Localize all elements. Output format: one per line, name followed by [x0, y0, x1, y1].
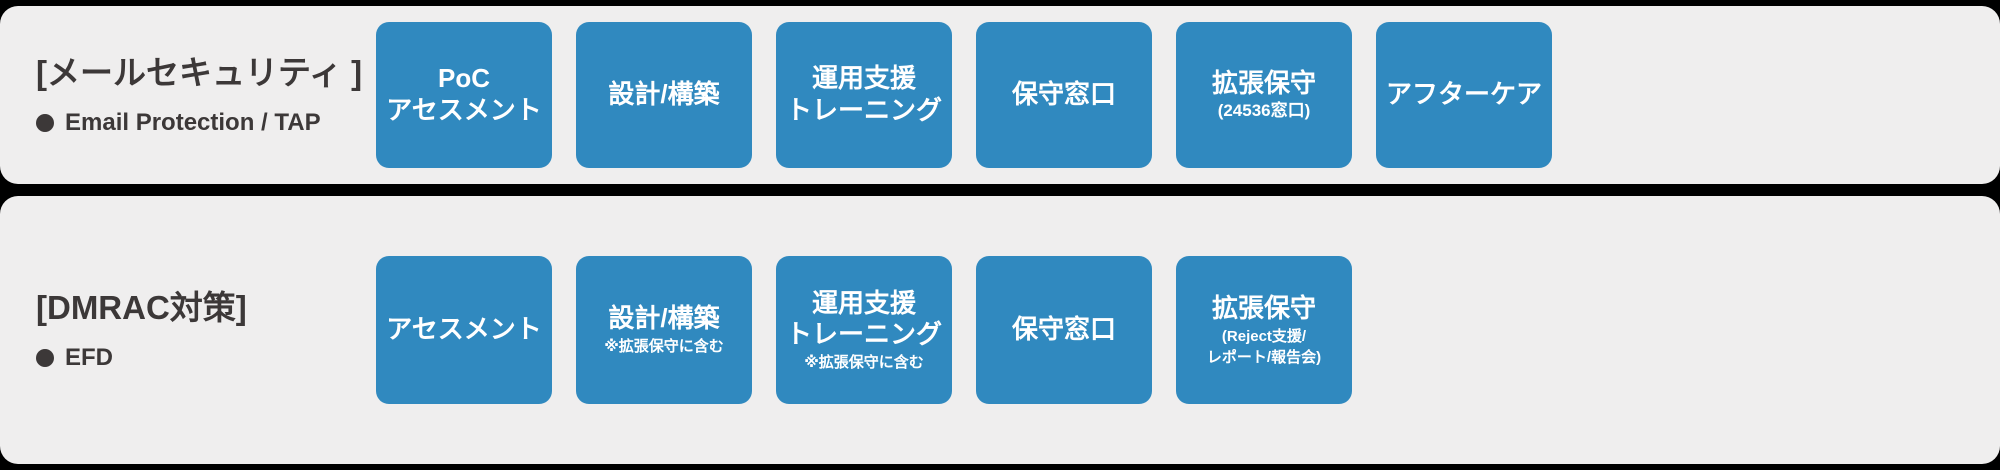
card-line-1: 設計/構築 [608, 79, 720, 110]
row-subtitle-label: EFD [65, 343, 113, 371]
row-header-mail-security: [メールセキュリティ ] Email Protection / TAP [0, 53, 376, 137]
card-line-1: 保守窓口 [1011, 79, 1116, 110]
service-card-operation-support-training[interactable]: 運用支援 トレーニング ※拡張保守に含む [776, 256, 952, 404]
filled-circle-bullet-icon [36, 348, 54, 367]
service-card-poc-assessment[interactable]: PoC アセスメント [376, 22, 552, 168]
card-line-1: 運用支援 [811, 63, 916, 94]
service-card-design-build[interactable]: 設計/構築 [576, 22, 752, 168]
filled-circle-bullet-icon [36, 113, 54, 132]
service-card-maintenance-desk[interactable]: 保守窓口 [976, 22, 1152, 168]
card-line-1: 拡張保守 [1211, 67, 1316, 98]
card-line-2: トレーニング [785, 95, 942, 125]
service-card-design-build[interactable]: 設計/構築 ※拡張保守に含む [576, 256, 752, 404]
card-note: (24536窓口) [1217, 101, 1311, 121]
card-line-1: 拡張保守 [1211, 292, 1316, 323]
service-card-operation-support-training[interactable]: 運用支援 トレーニング [776, 22, 952, 168]
card-line-1: PoC [438, 63, 490, 94]
row-subtitle-dmrac: EFD [36, 344, 376, 372]
service-card-extended-maintenance[interactable]: 拡張保守 (24536窓口) [1176, 22, 1352, 168]
service-card-after-care[interactable]: アフターケア [1376, 22, 1552, 168]
card-note-line-1: ※拡張保守に含む [804, 354, 924, 372]
card-list-dmrac: アセスメント 設計/構築 ※拡張保守に含む 運用支援 トレーニング ※拡張保守に… [376, 256, 1352, 404]
card-line-1: アセスメント [386, 314, 542, 345]
card-line-1: 保守窓口 [1011, 314, 1116, 345]
row-title-dmrac: [DMRAC対策] [36, 289, 247, 327]
row-subtitle-label: Email Protection / TAP [65, 108, 321, 136]
card-line-1: アフターケア [1385, 79, 1542, 110]
card-note-line-2: レポート/報告会) [1206, 348, 1322, 366]
card-note-line-1: (Reject支援/ [1221, 327, 1307, 345]
service-card-assessment[interactable]: アセスメント [376, 256, 552, 404]
card-line-2: トレーニング [785, 319, 942, 350]
row-title-mail-security: [メールセキュリティ ] [36, 54, 363, 92]
row-dmrac: [DMRAC対策] EFD アセスメント 設計/構築 ※拡張保守に含む 運用支援… [0, 196, 2000, 464]
row-mail-security: [メールセキュリティ ] Email Protection / TAP PoC … [0, 6, 2000, 184]
card-line-1: 運用支援 [811, 287, 916, 318]
card-line-1: 設計/構築 [608, 303, 720, 334]
row-header-dmrac: [DMRAC対策] EFD [0, 288, 376, 372]
row-subtitle-mail-security: Email Protection / TAP [36, 109, 376, 137]
service-card-extended-maintenance[interactable]: 拡張保守 (Reject支援/ レポート/報告会) [1176, 256, 1352, 404]
service-card-maintenance-desk[interactable]: 保守窓口 [976, 256, 1152, 404]
card-note-line-1: ※拡張保守に含む [604, 338, 724, 356]
card-line-2: アセスメント [386, 95, 542, 125]
card-list-mail-security: PoC アセスメント 設計/構築 運用支援 トレーニング 保守窓口 拡張保守 (… [376, 22, 1552, 168]
